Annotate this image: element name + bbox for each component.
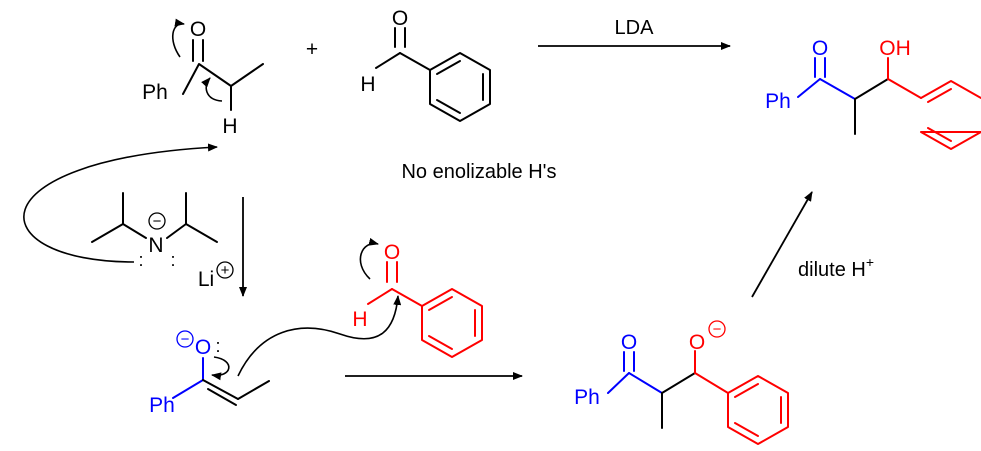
- curved-arrow-nucleophilic-attack: [237, 295, 402, 377]
- alkoxide-phenyl-ring: [727, 375, 789, 445]
- lda-lone-pair-right: :: [170, 250, 175, 270]
- curved-arrow-deprotonation: [23, 143, 218, 263]
- lithium-charge: +: [221, 262, 230, 279]
- plus-sign: +: [306, 38, 318, 61]
- electrophile-phenyl-ring: [421, 288, 483, 358]
- no-enolizable-note: No enolizable H's: [401, 161, 556, 183]
- enolate-phenyl-label: Ph: [149, 394, 175, 417]
- alkoxide-oxygen-charge: −: [713, 321, 722, 338]
- benzaldehyde-electrophile: O H: [352, 237, 483, 358]
- enolate-lone-pair: :: [215, 336, 220, 356]
- acid-reagent-label: dilute H+: [798, 254, 874, 281]
- curved-arrow-enolate-oxygen: [211, 356, 230, 381]
- ketone-phenyl-label: Ph: [142, 81, 168, 104]
- alkoxide-intermediate: O Ph O −: [574, 320, 789, 445]
- electrophile-hydrogen-label: H: [352, 308, 367, 331]
- lithium-label: Li: [198, 268, 214, 291]
- lda-lone-pair-left: :: [138, 250, 143, 270]
- product-ketone-oxygen-label: O: [812, 37, 828, 60]
- lda-reagent-label: LDA: [615, 17, 655, 39]
- product-phenyl-label: Ph: [765, 90, 791, 113]
- ketone-oxygen-label: O: [190, 18, 206, 41]
- product-hydroxyl-label: OH: [879, 37, 911, 60]
- alkoxide-ketone-oxygen-label: O: [621, 331, 637, 354]
- curved-arrow-ch-bond: [201, 77, 223, 102]
- enolate-oxygen-label: O: [195, 336, 211, 359]
- product-phenyl-ring: [920, 80, 981, 150]
- alkoxide-phenyl-label: Ph: [574, 386, 600, 409]
- curved-arrow-carbonyl: [172, 18, 185, 58]
- alkoxide-oxygen-label: O: [689, 331, 705, 354]
- aldehyde-hydrogen-label: H: [360, 73, 375, 96]
- lda: N − : : Li +: [23, 143, 234, 291]
- curved-arrow-aldehyde-carbonyl: [359, 237, 379, 280]
- propiophenone: O Ph H: [142, 18, 264, 138]
- benzaldehyde-phenyl-ring: [429, 52, 491, 122]
- benzaldehyde: O H: [360, 7, 491, 122]
- lda-nitrogen-label: N: [148, 234, 163, 257]
- alpha-hydrogen-label: H: [222, 115, 237, 138]
- aldehyde-oxygen-label: O: [392, 7, 408, 30]
- aldol-product: O Ph OH: [765, 37, 981, 150]
- acid-workup-arrow: [751, 191, 813, 298]
- lda-nitrogen-charge: −: [153, 213, 162, 230]
- enolate: O − : Ph: [149, 295, 402, 417]
- electrophile-oxygen-label: O: [384, 241, 400, 264]
- enolate-oxygen-charge: −: [181, 331, 190, 348]
